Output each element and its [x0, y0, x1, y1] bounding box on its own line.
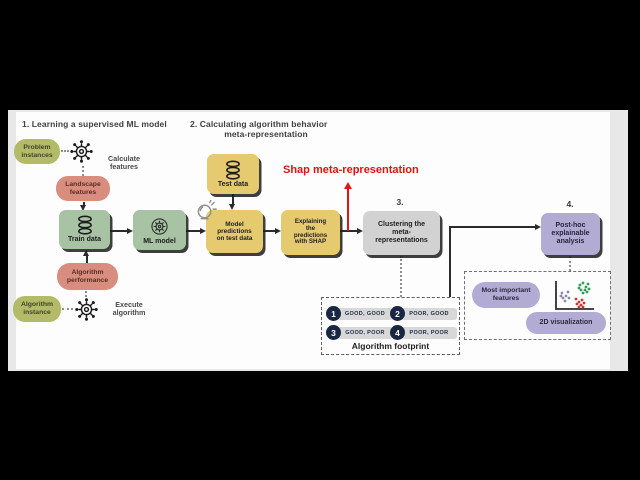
section1-title: 1. Learning a supervised ML model [22, 119, 167, 129]
test-data-node: Test data [207, 154, 259, 194]
footprint-number-badge: 3 [326, 325, 341, 340]
landscape-features-pill: Landscape features [56, 176, 110, 201]
train-data-label: Train data [67, 236, 102, 244]
arrowhead-right-icon [357, 227, 363, 234]
footprint-number-badge: 2 [390, 306, 405, 321]
arrowhead-right-icon [127, 227, 133, 234]
scatter-plot-icon [555, 281, 594, 310]
algorithm-footprint-box: 1 GOOD, GOOD 2 POOR, GOOD 3 GOOD, POOR 4… [321, 297, 460, 355]
execute-gear-icon [75, 298, 98, 321]
train-data-node: Train data [59, 210, 110, 249]
explaining-shap-node: Explaining the predictions with SHAP [281, 210, 340, 255]
arrowhead-right-icon [200, 227, 206, 234]
arrow-performance-to-train [85, 255, 88, 263]
connector-footprint-elbow [448, 227, 451, 297]
clustering-node: Clustering the meta- representations [363, 211, 440, 255]
execute-algorithm-label: Execute algorithm [112, 300, 146, 318]
section3-number: 3. [396, 197, 404, 207]
footprint-number-badge: 4 [390, 325, 405, 340]
ml-model-label: ML model [143, 237, 176, 245]
ml-model-node: ML model [133, 210, 186, 250]
ml-gear-icon [151, 217, 168, 235]
connector-gear-to-landscape [82, 166, 84, 176]
database-icon [226, 160, 240, 180]
footprint-item-label: GOOD, GOOD [337, 307, 393, 320]
connector-performance-to-gear [85, 291, 87, 297]
footprint-item: 4 POOR, POOR [390, 325, 457, 340]
footprint-item-label: GOOD, POOR [337, 326, 393, 339]
section2-title: 2. Calculating algorithm behavior meta-r… [190, 119, 342, 139]
arrowhead-up-icon [83, 250, 89, 256]
section4-number: 4. [566, 199, 574, 209]
most-important-features-pill: Most important features [472, 282, 540, 308]
connector-instance-to-gear [62, 308, 73, 310]
problem-instances-pill: Problem instances [14, 139, 60, 164]
arrowhead-down-icon [80, 205, 86, 211]
arrowhead-right-icon [535, 223, 541, 230]
post-hoc-node: Post-hoc explainable analysis [541, 213, 600, 255]
arrow-testdata-to-predictions [232, 194, 234, 205]
arrow-train-to-mlmodel [110, 230, 128, 232]
arrow-mlmodel-to-predictions [186, 230, 201, 232]
footprint-item-label: POOR, POOR [401, 326, 457, 339]
footprint-item: 3 GOOD, POOR [326, 325, 393, 340]
test-data-label: Test data [217, 180, 249, 188]
model-predictions-node: Model predictions on test data [206, 210, 263, 253]
algorithm-performance-pill: Algorithm performance [57, 263, 118, 290]
2d-visualization-pill: 2D visualization [526, 312, 606, 334]
footprint-title: Algorithm footprint [351, 341, 430, 351]
arrow-explaining-to-clustering [340, 230, 358, 232]
database-icon [77, 215, 92, 235]
connector-posthoc-to-viz [569, 256, 571, 271]
shap-annotation-arrow [346, 188, 349, 231]
arrowhead-down-icon [229, 204, 235, 210]
calculate-gear-icon [70, 140, 93, 163]
arrowhead-right-icon [275, 227, 281, 234]
footprint-number-badge: 1 [326, 306, 341, 321]
arrow-clustering-to-posthoc [448, 226, 536, 228]
footprint-item: 1 GOOD, GOOD [326, 306, 393, 321]
arrow-predictions-to-explaining [263, 230, 276, 232]
section2-title-line2: meta-representation [224, 129, 308, 139]
visualization-box: Most important features 2D visualization [464, 271, 611, 340]
footprint-item-label: POOR, GOOD [401, 307, 457, 320]
algorithm-instance-pill: Algorithm instance [13, 296, 61, 322]
arrowhead-up-red-icon [343, 182, 352, 189]
connector-clustering-to-footprint [400, 256, 402, 297]
connector-problem-to-gear [61, 150, 69, 152]
section2-title-line1: 2. Calculating algorithm behavior [190, 119, 328, 129]
arrow-landscape-to-train [83, 202, 85, 206]
shap-meta-annotation: Shap meta-representation [283, 164, 419, 176]
crystal-ball-icon [197, 200, 217, 220]
calculate-features-label: Calculate features [108, 154, 140, 172]
footprint-item: 2 POOR, GOOD [390, 306, 457, 321]
